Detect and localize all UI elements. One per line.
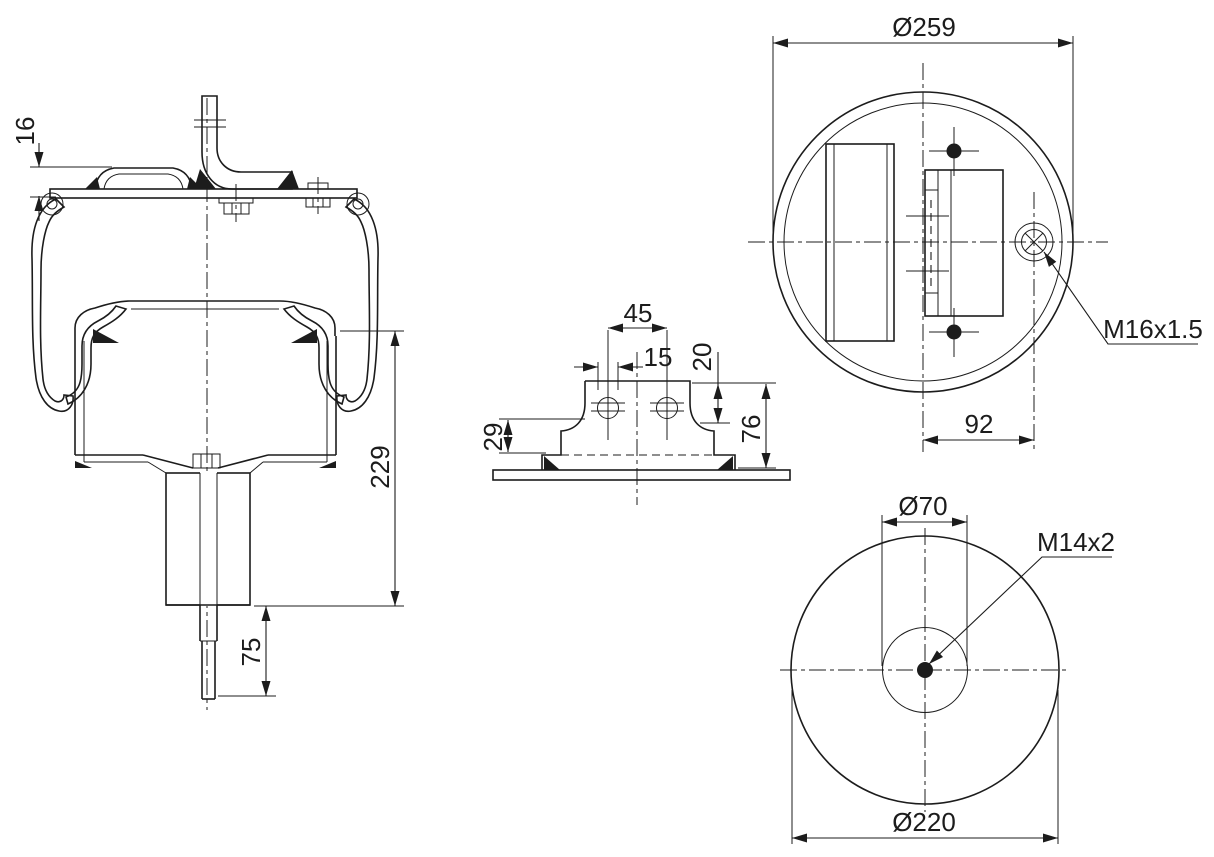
bolt-dot [929, 308, 979, 357]
dim-20: 20 [687, 343, 776, 424]
dim-29-label: 29 [478, 423, 508, 452]
top-view: Ø259 92 M16x1.5 [748, 12, 1203, 452]
bellows-left [31, 192, 128, 413]
stud [199, 605, 218, 700]
handle-bracket [85, 167, 202, 190]
dim-76-label: 76 [736, 415, 766, 444]
side-view: 16 229 75 [10, 95, 404, 710]
bead-wedge [93, 329, 119, 343]
thread-callout-m16: M16x1.5 [1040, 249, 1203, 345]
bracket-view: 45 15 20 76 [478, 298, 791, 505]
weld-fillet [75, 461, 92, 468]
dim-220-label: Ø220 [892, 807, 956, 837]
dim-16-label: 16 [10, 117, 40, 146]
dim-92: 92 [923, 409, 1034, 445]
dim-259-label: Ø259 [892, 12, 956, 42]
bolt-hole [591, 330, 625, 440]
dim-70: Ø70 [882, 491, 967, 527]
weld-fillet [717, 456, 733, 470]
dim-259: Ø259 [772, 12, 1074, 236]
weld-fillet [85, 177, 100, 189]
handle-top [825, 143, 895, 342]
stud-head [192, 453, 221, 469]
weld-fillet [544, 456, 560, 470]
dim-16: 16 [10, 117, 112, 221]
bolt-dot [929, 127, 979, 176]
dim-92-label: 92 [965, 409, 994, 439]
dim-45-label: 45 [624, 298, 653, 328]
mounting-bracket [194, 95, 299, 190]
dim-29: 29 [478, 418, 585, 454]
bracket-body [541, 380, 736, 470]
square-nut [305, 177, 331, 214]
weld-fillet [187, 177, 202, 189]
thread-m14-label: M14x2 [1037, 527, 1115, 557]
dim-75: 75 [218, 606, 276, 697]
base-plate [492, 469, 791, 481]
weld-fillet [194, 169, 216, 189]
weld-fillet [319, 461, 336, 468]
dim-45: 45 [608, 298, 667, 333]
dim-15-label: 15 [644, 342, 673, 372]
thread-m16-label: M16x1.5 [1103, 314, 1203, 344]
dim-70-label: Ø70 [898, 491, 947, 521]
dim-76: 76 [736, 384, 776, 469]
bolt-hole [650, 330, 684, 440]
thread-callout-m14: M14x2 [925, 527, 1115, 668]
stud-center-dot [917, 662, 933, 678]
dim-229: 229 [254, 330, 404, 607]
dim-15: 15 [574, 342, 672, 390]
weld-fillet [277, 170, 299, 189]
dim-75-label: 75 [236, 638, 266, 667]
dim-229-label: 229 [365, 445, 395, 488]
dim-220: Ø220 [791, 690, 1059, 844]
bottom-view: Ø70 M14x2 Ø220 [780, 491, 1115, 844]
dim-20-label: 20 [687, 343, 717, 372]
piston [165, 472, 251, 606]
bracket-top [906, 169, 1004, 317]
piston-bell [74, 300, 337, 474]
air-port [1014, 222, 1054, 262]
hex-nut [218, 184, 254, 222]
